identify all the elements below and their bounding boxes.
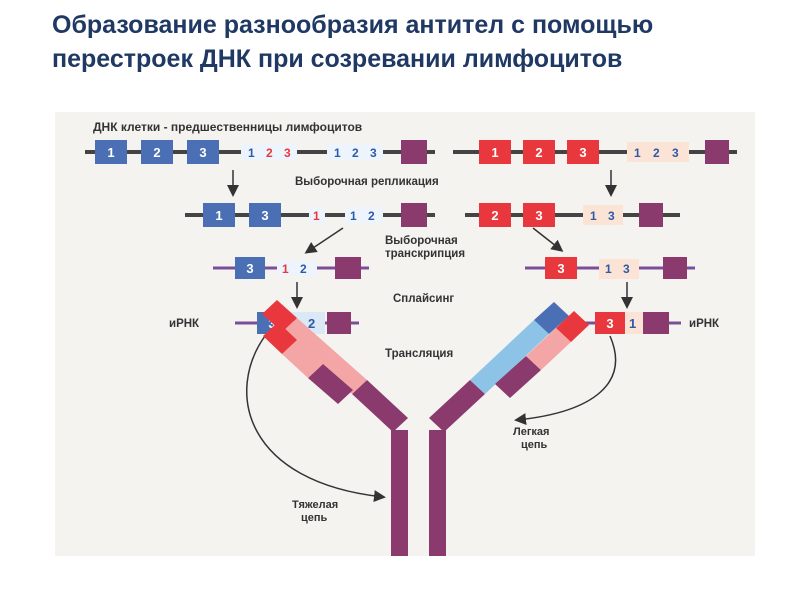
row3-right-small-1: 3 bbox=[623, 262, 630, 276]
row3-left-small-bg bbox=[277, 260, 317, 276]
mrna-right-label: иРНК bbox=[689, 318, 720, 330]
step-transcription-2: транскрипция bbox=[385, 248, 465, 260]
row3-left-small-0: 1 bbox=[282, 262, 289, 276]
dna-header: ДНК клетки - предшественницы лимфоцитов bbox=[93, 120, 362, 134]
arrow-left-2 bbox=[304, 227, 344, 254]
heavy-chain-label-1: Тяжелая bbox=[292, 499, 338, 511]
step-transcription-1: Выборочная bbox=[385, 235, 458, 247]
svg-text:1: 1 bbox=[215, 208, 222, 223]
step-replication: Выборочная репликация bbox=[295, 176, 439, 188]
row4-right-red-label: 3 bbox=[606, 316, 613, 331]
row3-right-constant-segment bbox=[663, 257, 687, 279]
row3-left-blue-segment bbox=[235, 257, 265, 279]
svg-text:2: 2 bbox=[653, 146, 660, 160]
row2-right-small-bg bbox=[583, 205, 623, 225]
row4-right-small-bg bbox=[625, 312, 643, 334]
row2-left-constant-segment bbox=[401, 203, 427, 227]
row3-right-red-segment bbox=[545, 257, 577, 279]
row3-right-red-label: 3 bbox=[557, 261, 564, 276]
step-translation: Трансляция bbox=[385, 348, 453, 360]
row2-left-blue-segments: 1 3 bbox=[203, 203, 281, 227]
arrow-light-chain bbox=[514, 335, 617, 426]
antibody-structure bbox=[262, 300, 589, 556]
row2-left-small-b0: 1 bbox=[350, 209, 357, 223]
row2-right-small-1: 3 bbox=[608, 209, 615, 223]
mrna-left-label: иРНК bbox=[169, 318, 200, 330]
svg-text:2: 2 bbox=[491, 208, 498, 223]
row2-left-small-bg-a bbox=[309, 207, 325, 223]
svg-text:2: 2 bbox=[266, 146, 273, 160]
svg-text:1: 1 bbox=[107, 145, 114, 160]
slide-title: Образование разнообразия антител с помощ… bbox=[52, 11, 654, 73]
row1-right-small-segments: 1 2 3 bbox=[627, 142, 689, 162]
row4-right-constant-segment bbox=[643, 312, 669, 334]
row2-right-red-segments: 2 3 bbox=[479, 203, 555, 227]
row3-left-small-1: 2 bbox=[300, 262, 307, 276]
svg-text:2: 2 bbox=[535, 145, 542, 160]
row1-right-red-segments: 1 2 3 bbox=[479, 140, 599, 164]
svg-text:3: 3 bbox=[579, 145, 586, 160]
row4-right-small-0: 1 bbox=[629, 316, 636, 331]
svg-text:1: 1 bbox=[491, 145, 498, 160]
row2-right-constant-segment bbox=[639, 203, 663, 227]
step-splicing: Сплайсинг bbox=[393, 293, 454, 305]
light-chain-label-2: цепь bbox=[521, 439, 548, 451]
row2-left-small-bg-b bbox=[345, 207, 383, 223]
svg-text:1: 1 bbox=[634, 146, 641, 160]
row3-right-small-bg bbox=[599, 259, 639, 279]
row4-left-constant-segment bbox=[327, 312, 351, 334]
arrow-heavy-chain bbox=[246, 335, 386, 502]
row1-right-constant-segment bbox=[705, 140, 729, 164]
row1-left-small-segments-a: 1 2 3 bbox=[241, 144, 297, 160]
heavy-chain-label-2: цепь bbox=[301, 512, 328, 524]
svg-text:3: 3 bbox=[672, 146, 679, 160]
svg-text:3: 3 bbox=[199, 145, 206, 160]
antibody-diversity-diagram: ДНК клетки - предшественницы лимфоцитов … bbox=[55, 112, 755, 556]
row4-left-blue-label: 3 bbox=[268, 316, 275, 331]
row4-left-small-1: 2 bbox=[308, 316, 315, 331]
arrow-right-2 bbox=[532, 227, 564, 252]
row3-right-small-0: 1 bbox=[605, 262, 612, 276]
row2-left-small-b1: 2 bbox=[368, 209, 375, 223]
svg-text:1: 1 bbox=[334, 146, 341, 160]
row3-left-constant-segment bbox=[335, 257, 361, 279]
row1-left-blue-segments: 1 2 3 bbox=[95, 140, 219, 164]
svg-text:1: 1 bbox=[248, 146, 255, 160]
svg-text:2: 2 bbox=[153, 145, 160, 160]
row4-right-red-segment bbox=[595, 312, 625, 334]
light-chain-label-1: Легкая bbox=[513, 426, 549, 438]
row1-left-small-segments-b: 1 2 3 bbox=[327, 144, 383, 160]
svg-text:3: 3 bbox=[370, 146, 377, 160]
svg-text:3: 3 bbox=[284, 146, 291, 160]
row2-left-small-a: 1 bbox=[313, 209, 320, 223]
svg-text:3: 3 bbox=[535, 208, 542, 223]
row1-left-constant-segment bbox=[401, 140, 427, 164]
row3-left-blue-label: 3 bbox=[246, 261, 253, 276]
svg-text:3: 3 bbox=[261, 208, 268, 223]
row2-right-small-0: 1 bbox=[590, 209, 597, 223]
svg-text:2: 2 bbox=[352, 146, 359, 160]
